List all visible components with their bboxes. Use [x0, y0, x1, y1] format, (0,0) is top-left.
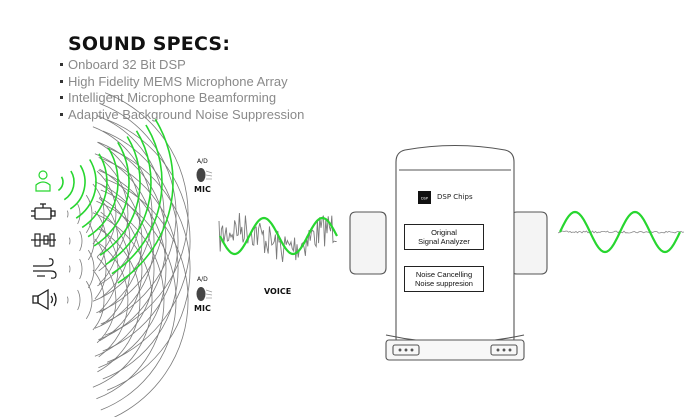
box-line: Original — [431, 228, 457, 237]
spec-item: High Fidelity MEMS Microphone Array — [60, 74, 304, 91]
box-line: Noise suppresion — [415, 279, 473, 288]
wind-icon — [33, 258, 57, 279]
noise-wave-arc — [104, 92, 189, 336]
voice-wave-arc — [87, 147, 119, 238]
noise-wave-arc — [92, 269, 105, 331]
voice-wave-arc — [63, 170, 75, 201]
voice-signal-wave — [219, 216, 338, 256]
noise-wave-arc — [67, 296, 69, 304]
noise-wave-arc — [97, 227, 141, 373]
spec-item: Intelligent Microphone Beamforming — [60, 90, 304, 107]
dsp-chip-icon-text: DSP — [421, 197, 428, 201]
mic-icon — [196, 287, 213, 301]
voice-wave-arc — [99, 136, 141, 256]
noise-wave-arc — [87, 249, 95, 289]
mic-label: MIC — [194, 185, 211, 194]
noise-wave-arc — [69, 265, 71, 273]
noise-wave-arc — [98, 242, 129, 358]
noise-wave-arc — [100, 103, 177, 325]
noise-wave-arc — [79, 258, 83, 280]
noise-wave-arc — [98, 169, 167, 369]
engine-icon — [31, 203, 56, 220]
bullet-icon — [60, 63, 63, 66]
noise-wave-arc — [94, 181, 155, 357]
mic-label: MIC — [194, 304, 211, 313]
megaphone-icon — [32, 288, 57, 311]
noise-wave-arc — [92, 126, 153, 302]
noise-wave-arc — [102, 158, 179, 380]
noise-wave-arc — [92, 183, 105, 245]
ad-converter-label: A/D — [197, 158, 208, 165]
noise-wave-arc — [106, 119, 191, 363]
voice-wave-arc — [93, 141, 130, 247]
box-line: Signal Analyzer — [418, 237, 470, 246]
noise-wave-arc — [79, 230, 83, 252]
noise-wave-arc — [94, 153, 155, 329]
voice-wave-arc — [75, 159, 97, 219]
noise-wave-arc — [77, 203, 81, 225]
noise-wave-arc — [69, 237, 71, 245]
noise-wave-arc — [85, 194, 93, 234]
noise-wave-arc — [94, 210, 107, 272]
noise-wave-arc — [98, 156, 129, 272]
noise-wave-arc — [96, 200, 165, 400]
noisy-signal — [218, 212, 337, 263]
voice-wave-arc — [117, 118, 174, 284]
voice-wave-arc — [57, 176, 64, 192]
dsp-chip-label: DSP Chips — [437, 193, 473, 201]
voice-label: VOICE — [264, 287, 292, 296]
noise-wave-arc — [98, 225, 119, 313]
voice-wave-arc — [69, 164, 86, 210]
noise-wave-arc — [94, 238, 107, 300]
spec-item: Onboard 32 Bit DSP — [60, 57, 304, 74]
bullet-icon — [60, 79, 63, 83]
voice-wave-arc — [81, 153, 108, 229]
person-icon — [35, 170, 51, 192]
noise-wave-arc — [104, 178, 189, 417]
gearbox-icon — [31, 233, 56, 247]
mic-icon — [196, 168, 213, 182]
ad-converter-label: A/D — [197, 276, 208, 283]
noise-wave-arc — [102, 130, 179, 352]
sound-waves — [57, 92, 191, 417]
noise-wave-arc — [92, 212, 153, 388]
noise-wave-arc — [96, 256, 117, 344]
bullet-icon — [60, 96, 63, 99]
noise-wave-arc — [106, 147, 191, 391]
box-line: Noise Cancelling — [415, 270, 473, 279]
noise-wave-arc — [98, 141, 167, 341]
phone-holder-device — [349, 144, 548, 361]
noise-wave-arc — [100, 189, 177, 411]
bullet-icon — [60, 112, 63, 116]
noise-wave-arc — [67, 210, 69, 218]
noise-wave-arc — [77, 289, 81, 311]
clean-output-wave — [559, 210, 681, 254]
dsp-chip-icon — [418, 191, 431, 204]
voice-wave-arc — [105, 130, 152, 266]
noise-wave-arc — [85, 280, 93, 320]
specs-list: Onboard 32 Bit DSP High Fidelity MEMS Mi… — [60, 57, 304, 123]
section-title: SOUND SPECS: — [68, 33, 231, 55]
noise-wave-arc — [87, 221, 95, 261]
noise-wave-arc — [99, 196, 143, 342]
voice-wave-arc — [111, 124, 163, 275]
